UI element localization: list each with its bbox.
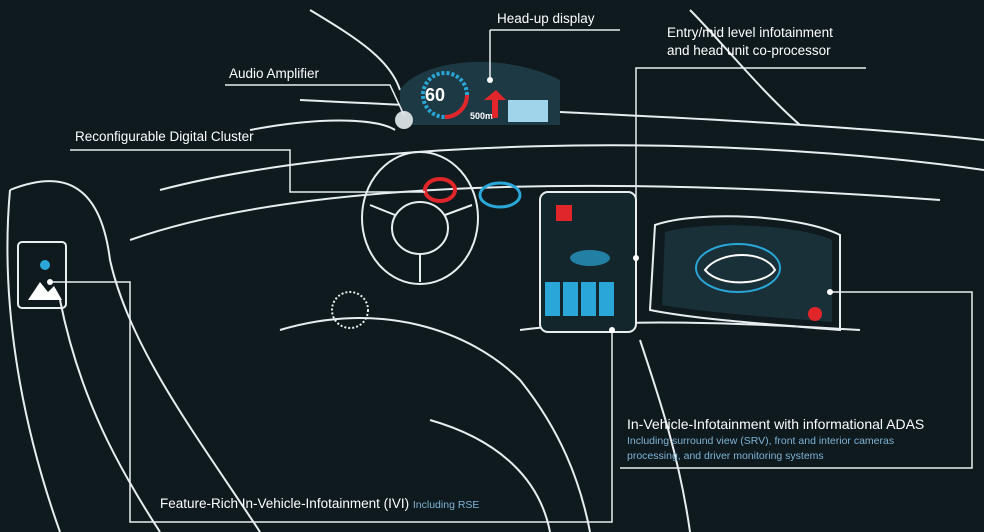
label-ivi-sub: Including RSE	[412, 499, 480, 511]
warning-icon	[808, 307, 822, 321]
center-console	[279, 317, 591, 532]
audio-amplifier-icon	[395, 111, 413, 129]
a-pillar-right	[689, 9, 801, 126]
hud-distance: 500m	[470, 111, 493, 121]
map-icon	[508, 100, 548, 122]
label-audio-amplifier: Audio Amplifier	[229, 66, 320, 81]
left-seat	[9, 180, 261, 532]
leader-lines	[50, 29, 973, 523]
label-entry-infotainment-1: Entry/mid level infotainment	[667, 25, 833, 40]
music-icon	[556, 205, 572, 221]
dash-top	[299, 99, 984, 141]
image-icon	[28, 282, 62, 300]
label-adas-title: In-Vehicle-Infotainment with information…	[627, 416, 925, 432]
car-top-view-icon	[703, 254, 777, 284]
speaker	[331, 291, 369, 329]
steering-wheel	[361, 151, 479, 285]
label-head-up-display: Head-up display	[497, 11, 595, 26]
cluster-dial-icon	[423, 177, 457, 203]
hud-speed: 60	[425, 85, 445, 105]
label-adas-sub-2: processing, and driver monitoring system…	[627, 450, 824, 462]
label-digital-cluster: Reconfigurable Digital Cluster	[75, 129, 254, 144]
turn-arrow-icon	[484, 90, 506, 118]
a-pillar-left	[309, 9, 401, 91]
label-ivi-title: Feature-Rich In-Vehicle-Infotainment (IV…	[160, 496, 410, 511]
adas-screen-frame	[648, 215, 841, 332]
label-entry-infotainment-2: and head unit co-processor	[667, 43, 831, 58]
rse-screen	[17, 241, 67, 309]
label-ivi: Feature-Rich In-Vehicle-Infotainment (IV…	[160, 496, 479, 511]
label-adas-sub-1: Including surround view (SRV), front and…	[627, 435, 895, 447]
